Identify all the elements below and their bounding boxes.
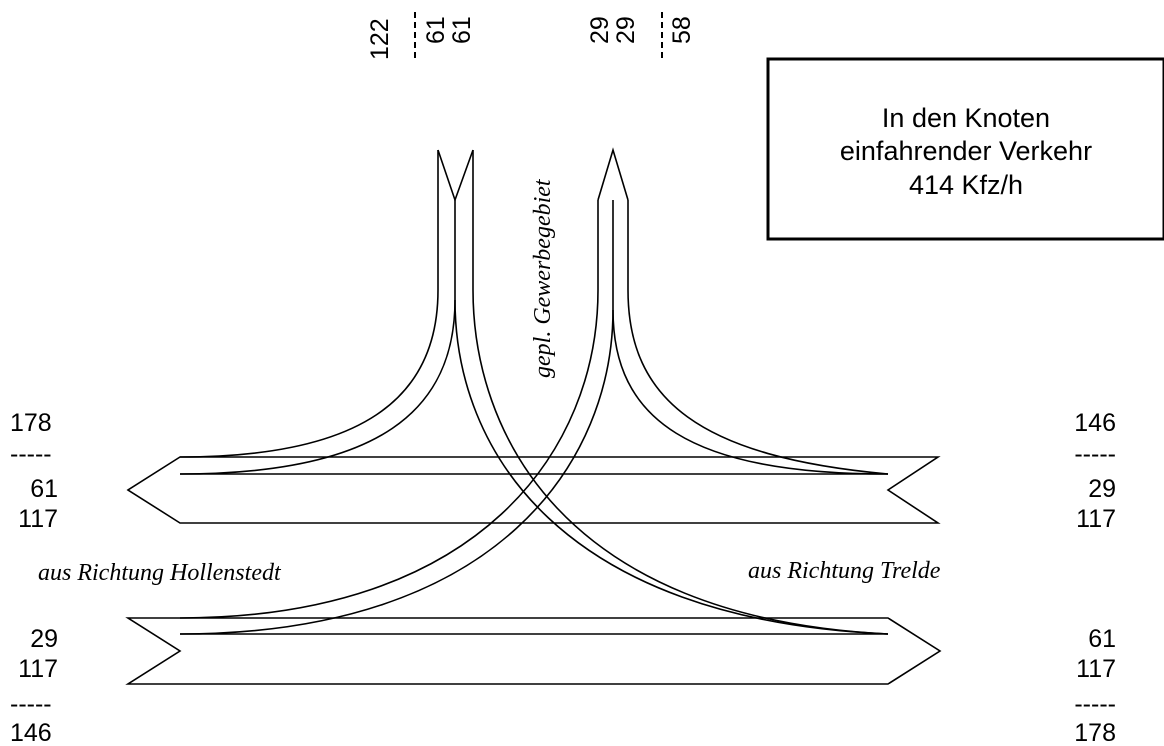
east-upper-b: 117 [1076,505,1116,533]
north-entry-arrowhead [597,147,629,201]
north-direction-label: gepl. Gewerbegebiet [530,178,556,378]
east-lower-separator: ----- [1074,690,1116,718]
west-lower-total: 146 [10,719,52,746]
east-lower-b: 117 [1076,655,1116,683]
north-counts: 122 61 61 29 29 58 [366,12,696,60]
west-upper-b: 117 [18,505,58,533]
north-entry-inner-right [612,200,889,475]
info-box: In den Knoten einfahrender Verkehr 414 K… [766,57,1164,241]
west-upper-a: 61 [30,475,58,503]
west-lower-a: 29 [30,625,58,653]
north-exit-arm [179,149,889,635]
east-lower-total: 178 [1074,719,1116,746]
info-box-line-2: einfahrender Verkehr [840,136,1092,166]
east-counts: 146 ----- 29 117 61 117 ----- 178 [1074,409,1116,746]
north-exit-outer-right [472,150,889,635]
west-upper-total: 178 [10,409,52,437]
east-upper-separator: ----- [1074,440,1116,468]
west-lower-separator: ----- [10,690,52,718]
north-entry-total: 58 [668,16,696,44]
east-upper-a: 29 [1088,475,1116,503]
info-box-line-3: 414 Kfz/h [909,170,1023,200]
west-lower-b: 117 [18,655,58,683]
west-counts: 178 ----- 61 117 29 117 ----- 146 [10,409,58,746]
info-box-line-1: In den Knoten [882,103,1050,133]
north-entry-a: 29 [586,16,614,44]
east-upper-total: 146 [1074,409,1116,437]
north-exit-b: 61 [448,16,476,44]
north-exit-total: 122 [366,18,394,60]
north-entry-arm [179,147,889,635]
north-entry-inner-left [179,309,614,635]
north-exit-outer-left [179,150,439,458]
east-direction-label: aus Richtung Trelde [748,558,941,584]
eastbound-flow-arrow [125,617,942,685]
north-entry-b: 29 [612,16,640,44]
north-exit-a: 61 [422,16,450,44]
eastbound-arrow-outline [125,617,942,685]
east-lower-a: 61 [1088,625,1116,653]
info-box-frame [766,57,1164,241]
north-entry-outer-left [179,200,599,619]
north-exit-inner-right [454,299,889,635]
west-upper-separator: ----- [10,440,52,468]
north-exit-notch [437,149,474,203]
west-direction-label: aus Richtung Hollenstedt [38,560,282,586]
north-entry-outer-right [627,200,889,475]
north-exit-inner-left [179,200,456,475]
